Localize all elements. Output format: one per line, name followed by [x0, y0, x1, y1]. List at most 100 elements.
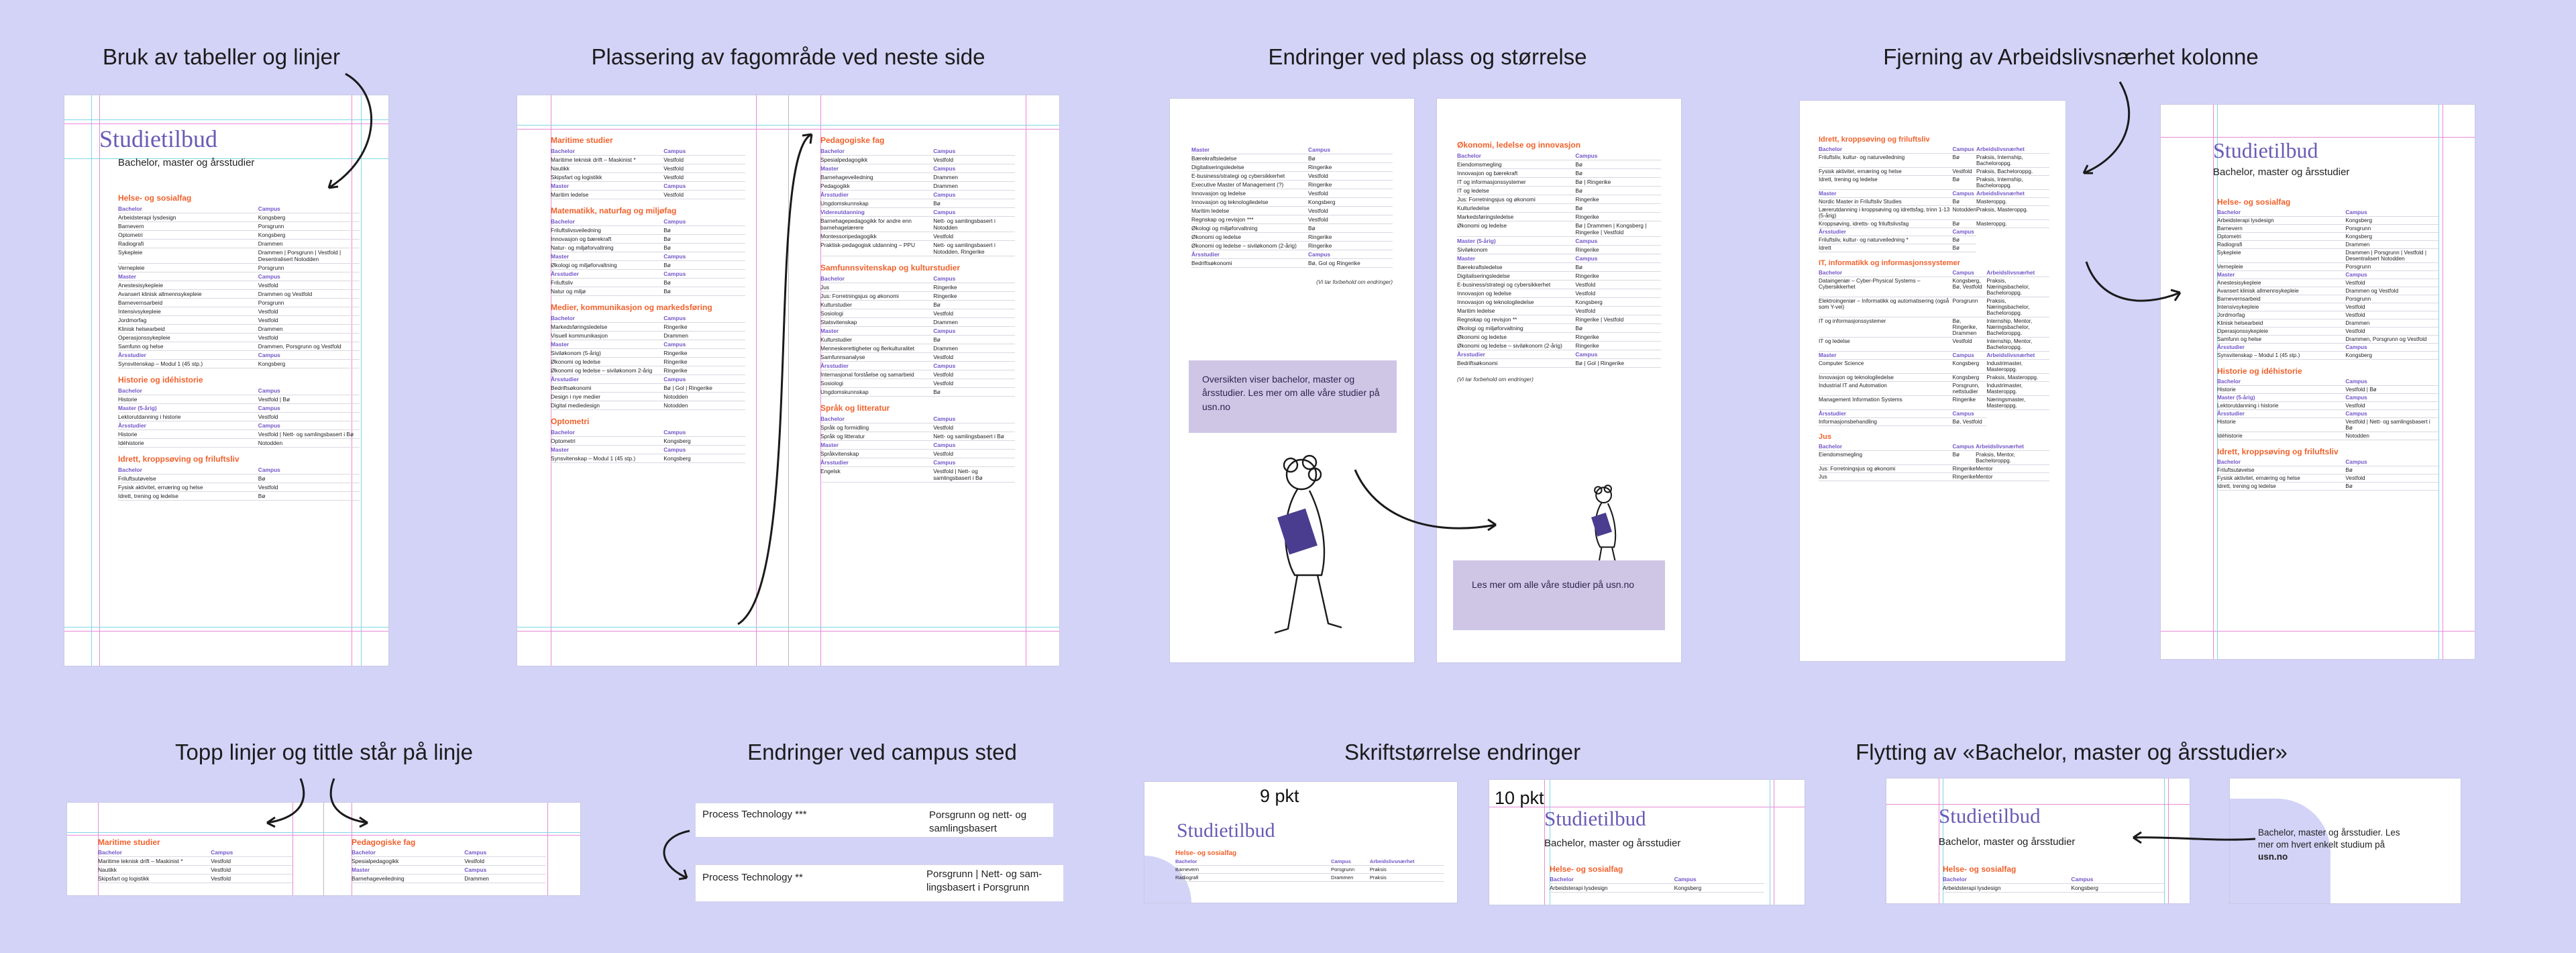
col-header: Bachelor — [1457, 152, 1576, 160]
col-header: Campus — [2345, 270, 2438, 279]
col-header: Campus — [1952, 409, 1987, 418]
col-header: Bachelor — [1819, 269, 1953, 277]
doc-subtitle: Bachelor, master og årsstudier — [1939, 836, 2076, 848]
col-header: Arbeidslivsnærhet — [1976, 189, 2049, 198]
col-header: Bachelor — [1550, 875, 1674, 884]
table-header: Master (5-årig)Campus — [1457, 236, 1661, 246]
panel4-page-after: Studietilbud Bachelor, master og årsstud… — [2161, 105, 2475, 659]
col-header: Bachelor — [118, 387, 258, 395]
col-header: Bachelor — [820, 274, 934, 283]
arrow-p4-top — [2082, 81, 2131, 174]
arrow-p4-mid — [2085, 261, 2182, 302]
col-header: Master (5-årig) — [118, 403, 258, 413]
doc-subtitle: Bachelor, master og årsstudier — [2213, 166, 2350, 178]
disclaimer: (Vi tar forbehold om endringer) — [1316, 279, 1393, 285]
callout-page: Bachelor, master og årsstudier. Les mer … — [2230, 779, 2461, 903]
col-header: Bachelor — [118, 466, 258, 474]
section-title: Økonomi, ledelse og innovasjon — [1457, 140, 1581, 150]
col-header: Campus — [258, 205, 360, 213]
col-header: Campus — [258, 403, 360, 413]
col-header: Bachelor — [1819, 443, 1953, 451]
col-header: Campus — [663, 374, 745, 384]
col-header: Årsstudier — [2217, 343, 2346, 352]
section-title: Helse- og sosialfag — [1550, 864, 1623, 874]
col-header: Arbeidslivsnærhet — [1976, 443, 2049, 451]
section-title: Helse- og sosialfag — [1175, 850, 1237, 857]
campus-row-after: Process Technology ** Porsgrunn | Nett- … — [695, 864, 1064, 902]
col-header: Master — [551, 181, 664, 191]
col-header: Master — [118, 272, 258, 281]
col-header: Master (5-årig) — [1457, 236, 1576, 246]
info-box-after: Les mer om alle våre studier på usn.no — [1453, 560, 1665, 630]
campus-row-before: Process Technology *** Porsgrunn og nett… — [695, 803, 1054, 838]
panel-title-tables: Bruk av tabeller og linjer — [102, 44, 341, 69]
table-header: Master (5-årig)Campus — [118, 403, 360, 413]
table-row: Maritime teknisk drift – Maskinist *Vest… — [98, 856, 292, 866]
col-header: Campus — [933, 415, 1015, 423]
usn-link[interactable]: usn.no — [2258, 852, 2288, 862]
col-header: Campus — [1674, 875, 1764, 884]
campus-value: Porsgrunn | Nett- og sam-lingsbasert i P… — [926, 868, 1042, 893]
size-label: 9 pkt — [1260, 786, 1299, 806]
section-title: Idrett, kroppsøving og friluftsliv — [1819, 136, 1930, 144]
col-header: Campus — [258, 350, 360, 360]
section-title: Medier, kommunikasjon og markedsføring — [551, 303, 712, 312]
section-title: Helse- og sosialfag — [118, 193, 192, 203]
table-row: Synsvitenskap – Modul 1 (45 stp.)Kongsbe… — [551, 454, 745, 463]
col-header: Master — [1457, 254, 1576, 263]
col-header: Campus — [1952, 189, 1977, 198]
section-title: Maritime studier — [98, 838, 160, 847]
arrow-p5-left — [266, 778, 305, 828]
col-header: Årsstudier — [551, 374, 664, 384]
col-header: Bachelor — [2217, 209, 2346, 217]
section-title: Matematikk, naturfag og miljøfag — [551, 206, 677, 215]
table-row: Økonomi og ledelse – siviløkonom (2-årig… — [1457, 341, 1661, 350]
